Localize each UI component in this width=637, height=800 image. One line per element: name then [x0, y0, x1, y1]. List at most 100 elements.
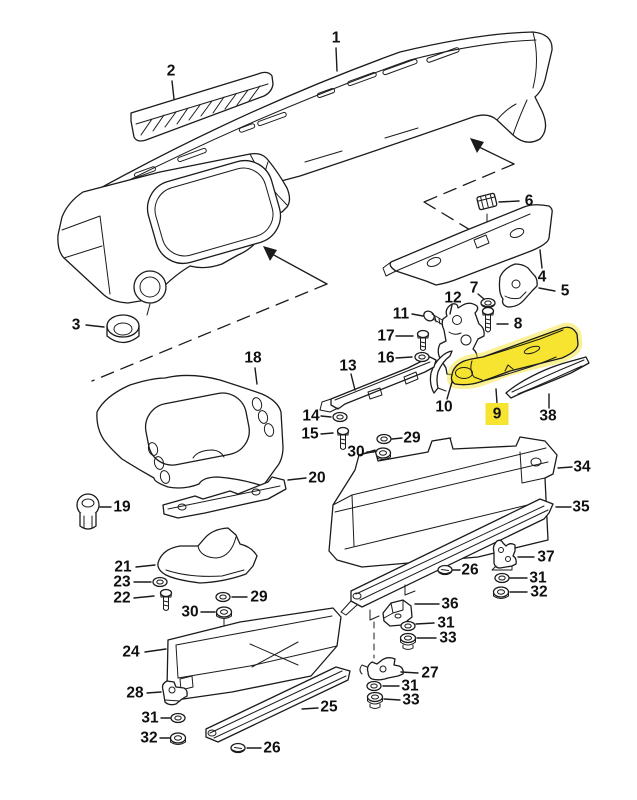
callout-leader-24 [144, 648, 167, 653]
part-callout-14[interactable]: 14 [302, 408, 320, 425]
part-callout-21[interactable]: 21 [114, 559, 132, 576]
callout-leader-28 [146, 691, 162, 694]
part-13-rail [319, 356, 437, 413]
callout-leader-27 [400, 671, 419, 674]
part-callout-6[interactable]: 6 [525, 193, 534, 210]
part-37-bracket [491, 539, 517, 571]
part-callout-3[interactable]: 3 [72, 317, 81, 334]
part-27-clip [359, 657, 404, 681]
part-callout-33a[interactable]: 33 [439, 630, 457, 647]
part-callout-19[interactable]: 19 [113, 499, 131, 516]
callout-leader-33b [383, 698, 401, 701]
part-20-bracket-strip [162, 476, 287, 519]
part-callout-35[interactable]: 35 [572, 499, 590, 516]
part-callout-37[interactable]: 37 [537, 549, 554, 566]
callout-leader-9 [495, 388, 498, 404]
part-18-instrument-surround [96, 374, 284, 489]
callout-leader-1 [335, 47, 338, 72]
part-33b-grommet [366, 691, 384, 709]
part-callout-32b[interactable]: 32 [140, 730, 157, 747]
callout-leader-12 [449, 304, 453, 315]
part-26b-cap-nut [230, 742, 246, 754]
part-callout-26a[interactable]: 26 [461, 562, 479, 579]
part-callout-23[interactable]: 23 [113, 574, 131, 591]
part-callout-34[interactable]: 34 [573, 459, 591, 476]
callout-leader-18 [254, 367, 258, 385]
part-8-bolt [481, 306, 495, 333]
part-35-lower-rail [340, 498, 554, 616]
part-callout-4[interactable]: 4 [538, 269, 547, 286]
part-callout-16[interactable]: 16 [377, 350, 395, 367]
part-31c-washer [366, 680, 382, 692]
part-callout-13[interactable]: 13 [339, 358, 357, 375]
part-callout-30b[interactable]: 30 [181, 604, 198, 621]
part-callout-17[interactable]: 17 [377, 328, 394, 345]
part-callout-29a[interactable]: 29 [403, 430, 421, 447]
callout-leader-22 [133, 595, 155, 599]
part-25-trim-strip [205, 666, 351, 743]
part-31a-washer [494, 572, 510, 584]
callout-leader-5 [538, 287, 556, 292]
part-31b-washer [400, 620, 416, 632]
part-callout-12[interactable]: 12 [444, 290, 461, 307]
part-callout-30a[interactable]: 30 [347, 444, 364, 461]
part-callout-32a[interactable]: 32 [530, 584, 547, 601]
part-callout-1[interactable]: 1 [332, 30, 341, 47]
part-36-bracket [382, 599, 413, 627]
part-21-column-cover [157, 527, 258, 584]
part-callout-31d[interactable]: 31 [141, 710, 159, 727]
part-callout-26b[interactable]: 26 [263, 740, 281, 757]
part-callout-22[interactable]: 22 [113, 590, 130, 607]
callout-leader-20 [287, 477, 307, 481]
part-callout-28[interactable]: 28 [126, 685, 144, 702]
part-callout-15[interactable]: 15 [301, 426, 319, 443]
callout-leader-16 [395, 356, 413, 359]
callout-layer: 1234567891011121314151617181920212223242… [72, 30, 591, 757]
part-callout-24[interactable]: 24 [122, 644, 140, 661]
part-callout-20[interactable]: 20 [308, 470, 325, 487]
part-15-bolt [336, 426, 350, 450]
part-callout-5[interactable]: 5 [561, 283, 570, 300]
callout-leader-15 [320, 432, 334, 435]
part-callout-8[interactable]: 8 [514, 316, 523, 333]
part-callout-2[interactable]: 2 [167, 63, 176, 80]
part-31d-washer [170, 712, 186, 724]
part-5-bracket [498, 263, 538, 308]
part-callout-31a[interactable]: 31 [529, 570, 547, 587]
part-callout-27[interactable]: 27 [421, 665, 438, 682]
part-callout-7[interactable]: 7 [470, 280, 479, 297]
part-callout-18[interactable]: 18 [244, 350, 262, 367]
part-callout-31c[interactable]: 31 [401, 678, 419, 695]
part-callout-36[interactable]: 36 [441, 596, 459, 613]
part-callout-11[interactable]: 11 [393, 306, 410, 323]
part-14-washer [332, 411, 348, 423]
part-callout-33b[interactable]: 33 [402, 692, 420, 709]
callout-leader-3 [85, 324, 105, 328]
part-23-washer [152, 576, 168, 588]
part-2-vent-grille [130, 71, 274, 142]
part-7-washer [480, 297, 496, 309]
part-26a-cap-nut [437, 564, 453, 576]
part-callout-29b[interactable]: 29 [250, 589, 268, 606]
part-callout-10[interactable]: 10 [435, 399, 452, 416]
part-29b-washer [215, 591, 231, 603]
part-9-highlighted-handle [446, 322, 583, 390]
part-10-hinge-arm [429, 350, 453, 394]
callout-leader-2 [171, 80, 175, 100]
part-32b-nut [169, 732, 187, 745]
dash-body-instrument-opening [57, 152, 291, 316]
reference-arrow-cluster [91, 246, 328, 382]
part-callout-38[interactable]: 38 [539, 408, 557, 425]
part-callout-25[interactable]: 25 [320, 699, 338, 716]
part-17-bolt [416, 329, 430, 351]
part-callout-31b[interactable]: 31 [437, 615, 455, 632]
part-callout-9[interactable]: 9 [493, 406, 502, 423]
callout-leader-11 [411, 313, 424, 317]
part-28-bracket [161, 680, 188, 706]
callout-leader-7 [477, 293, 485, 300]
callout-leader-21 [135, 564, 156, 568]
highlight-box-9 [485, 403, 509, 425]
part-33a-grommet [399, 632, 417, 650]
